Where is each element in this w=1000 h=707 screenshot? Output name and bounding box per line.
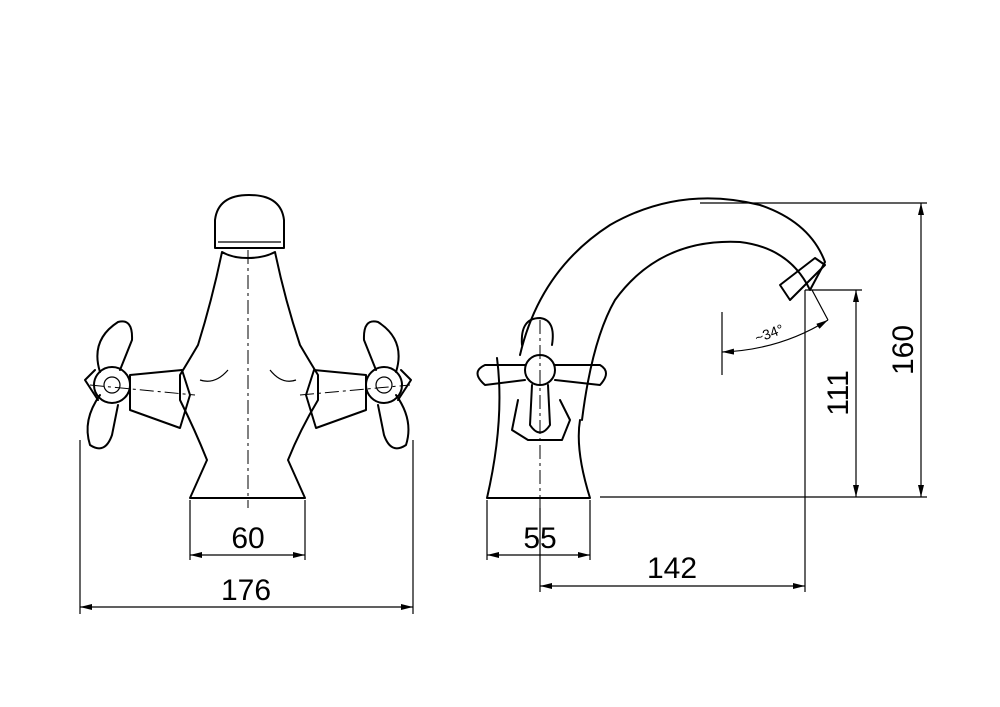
dimension-label-60: 60 [231,522,264,555]
dimension-label-160: 160 [887,325,920,375]
aerator [779,257,826,301]
body [179,251,319,499]
dimension-label-176: 176 [221,574,271,607]
angle-arc [721,319,829,355]
spout [519,197,826,421]
left-handle [84,320,196,450]
side-view: 55 142 111 160 ~34° [476,197,927,592]
front-view: 60 176 [79,194,414,614]
base [486,357,591,499]
dimension-label-111: 111 [822,370,855,416]
side-handle [476,317,607,441]
dimension-label-142: 142 [647,552,697,585]
right-handle [299,320,412,450]
spout-cap [214,194,285,249]
